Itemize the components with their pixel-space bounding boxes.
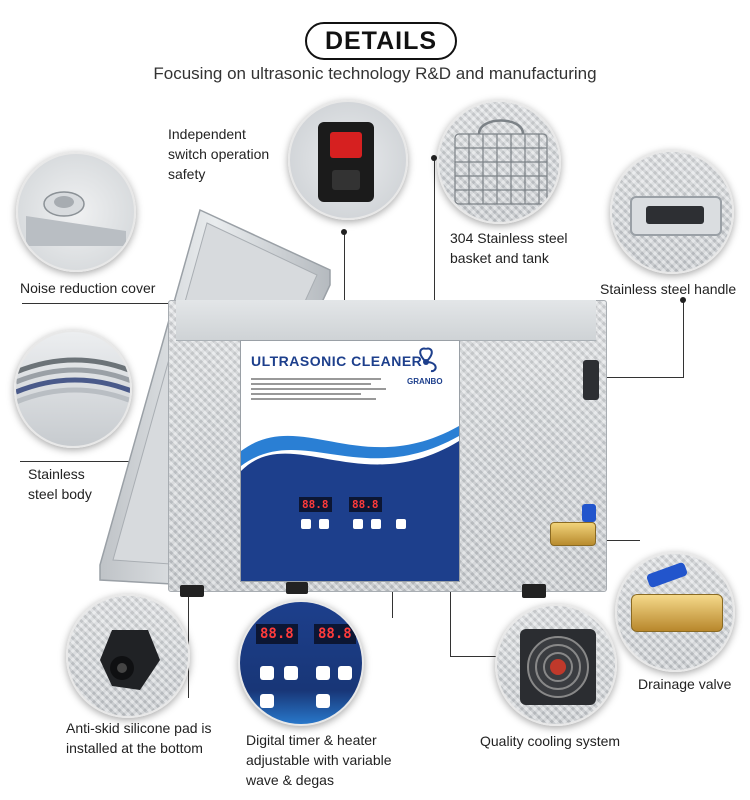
label-pad: Anti-skid silicone pad is installed at t… <box>66 720 212 756</box>
connector-cooling <box>450 570 451 656</box>
label-handle: Stainless steel handle <box>600 281 737 297</box>
connector-dot <box>431 155 437 161</box>
connector-dot <box>680 297 686 303</box>
connector-dot <box>341 229 347 235</box>
temperature-display: 88.8 <box>349 497 382 512</box>
handle-detail <box>610 150 734 274</box>
granbo-logo-icon <box>411 347 441 377</box>
panel-button[interactable] <box>396 519 406 529</box>
side-handle <box>583 360 599 400</box>
timer-readout: 88.8 <box>256 624 298 644</box>
connector-cooling-h <box>450 656 500 657</box>
label-timer: Digital timer & heater adjustable with v… <box>246 732 392 788</box>
drain-valve <box>550 522 596 546</box>
temp-readout: 88.8 <box>314 624 356 644</box>
foot <box>286 582 308 594</box>
foot <box>522 584 546 598</box>
body-detail <box>14 330 132 448</box>
connector-switch <box>344 232 345 322</box>
label-valve: Drainage valve <box>638 676 732 692</box>
connector-handle-h <box>588 377 684 378</box>
label-cooling: Quality cooling system <box>480 733 621 749</box>
connector-handle <box>683 300 684 377</box>
product-name: ULTRASONIC CLEANER <box>251 353 423 369</box>
timer-display: 88.8 <box>299 497 332 512</box>
label-body: Stainless steel body <box>28 466 92 502</box>
connector-basket <box>434 158 435 308</box>
warning-text-block <box>251 375 391 403</box>
basket-detail <box>437 100 561 224</box>
control-panel-icon: 88.8 88.8 <box>240 602 362 724</box>
connector-pad <box>188 583 189 698</box>
valve-handle-icon <box>645 561 689 589</box>
panel-button[interactable] <box>371 519 381 529</box>
title-badge: DETAILS <box>305 22 457 60</box>
valve-detail <box>615 552 735 672</box>
body-top-rim <box>176 300 596 341</box>
brass-valve-icon <box>631 594 723 632</box>
handle-icon <box>630 196 722 236</box>
rocker-switch-icon <box>318 122 374 202</box>
connector-body <box>20 461 228 462</box>
cooling-detail <box>495 604 617 726</box>
foot <box>180 585 204 597</box>
connector-cover <box>22 303 218 304</box>
timer-detail: 88.8 88.8 <box>238 600 364 726</box>
pad-detail <box>66 594 190 718</box>
label-switch: Independent switch operation safety <box>168 126 270 182</box>
connector-valve <box>590 540 640 541</box>
switch-detail <box>288 100 408 220</box>
valve-lever <box>582 504 596 522</box>
front-panel: ULTRASONIC CLEANER GRANBO 88.8 88.8 <box>240 340 460 582</box>
panel-wave <box>241 426 459 581</box>
fan-icon <box>520 629 596 705</box>
cover-knob-icon <box>26 191 126 246</box>
panel-button[interactable] <box>319 519 329 529</box>
cover-detail <box>16 152 136 272</box>
steel-layers-icon <box>16 357 130 405</box>
page-subtitle: Focusing on ultrasonic technology R&D an… <box>153 64 597 83</box>
label-cover: Noise reduction cover <box>20 280 156 296</box>
logo-text: GRANBO <box>407 377 443 386</box>
rubber-foot-icon <box>100 630 160 690</box>
panel-button[interactable] <box>353 519 363 529</box>
wire-basket-icon <box>454 119 548 205</box>
label-basket: 304 Stainless steel basket and tank <box>450 230 568 266</box>
page-title: DETAILS <box>324 26 438 55</box>
panel-button[interactable] <box>301 519 311 529</box>
